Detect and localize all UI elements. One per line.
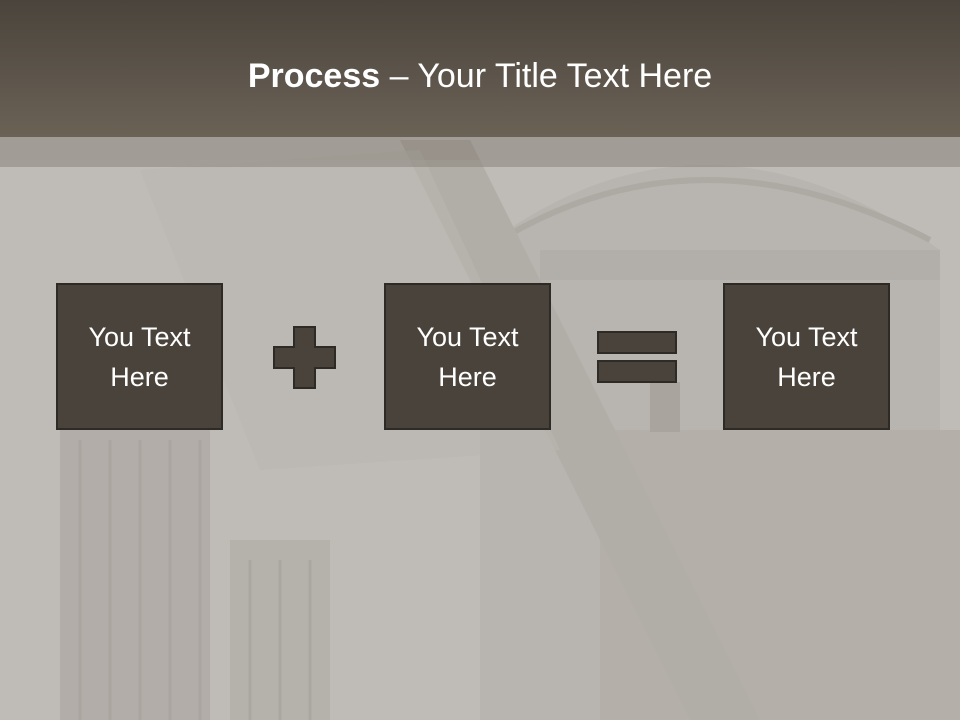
plus-icon [273, 326, 336, 389]
process-box-3-text: You Text Here [755, 321, 858, 392]
process-box-2: You Text Here [384, 283, 551, 430]
title-underbar [0, 137, 960, 167]
title-rest: Your Title Text Here [417, 57, 713, 95]
slide-title: Process – Your Title Text Here [0, 56, 960, 96]
process-box-2-text: You Text Here [416, 321, 519, 392]
process-box-1-text: You Text Here [88, 321, 191, 392]
process-box-1: You Text Here [56, 283, 223, 430]
equals-icon [597, 331, 677, 383]
title-bold: Process [247, 57, 381, 95]
title-dash: – [380, 57, 418, 95]
process-box-3: You Text Here [723, 283, 890, 430]
title-bar [0, 0, 960, 137]
